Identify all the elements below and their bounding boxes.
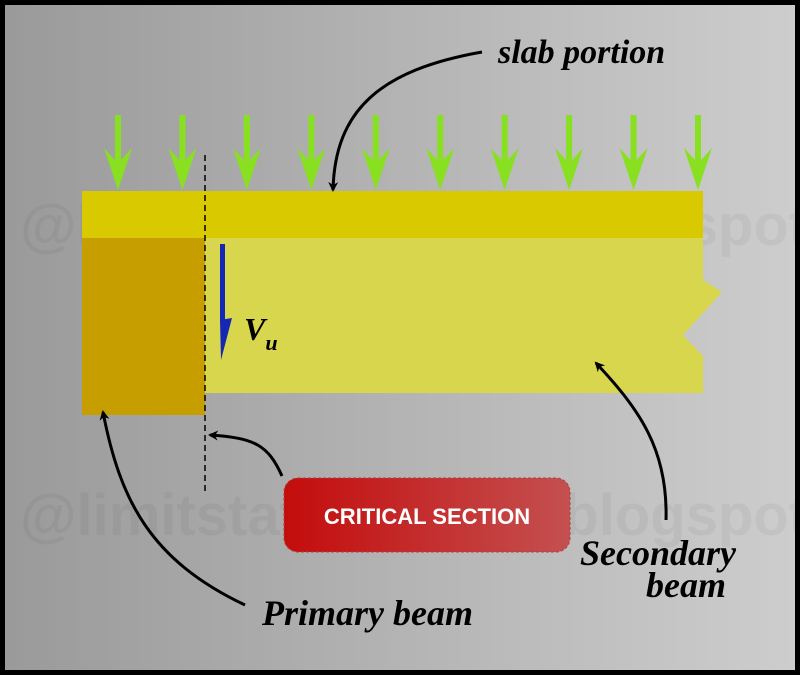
load-arrow bbox=[490, 115, 519, 190]
load-arrow bbox=[684, 115, 712, 190]
secondary-label-1: Secondary bbox=[580, 533, 737, 573]
slab bbox=[82, 191, 703, 238]
load-arrows bbox=[104, 115, 712, 190]
secondary-beam bbox=[205, 238, 722, 393]
primary-pointer-arrow bbox=[99, 410, 246, 607]
shear-label: Vu bbox=[244, 311, 278, 355]
load-arrow bbox=[168, 115, 197, 190]
primary-beam bbox=[82, 238, 205, 415]
secondary-label-2: beam bbox=[646, 565, 726, 605]
load-arrow bbox=[555, 115, 584, 190]
primary-label: Primary beam bbox=[261, 593, 473, 633]
slab-label: slab portion bbox=[497, 34, 665, 71]
secondary-pointer-arrow bbox=[594, 361, 668, 521]
load-arrow bbox=[104, 115, 132, 190]
shear-arrow bbox=[220, 244, 232, 360]
svg-text:CRITICAL SECTION: CRITICAL SECTION bbox=[324, 504, 530, 529]
critical-section-badge: CRITICAL SECTION bbox=[283, 477, 571, 553]
load-arrow bbox=[297, 115, 326, 190]
load-arrow bbox=[361, 115, 390, 190]
slab-pointer-arrow bbox=[328, 50, 483, 192]
critical-pointer-arrow bbox=[208, 430, 284, 477]
load-arrow bbox=[426, 115, 455, 190]
load-arrow bbox=[232, 115, 261, 190]
load-arrow bbox=[619, 115, 648, 190]
